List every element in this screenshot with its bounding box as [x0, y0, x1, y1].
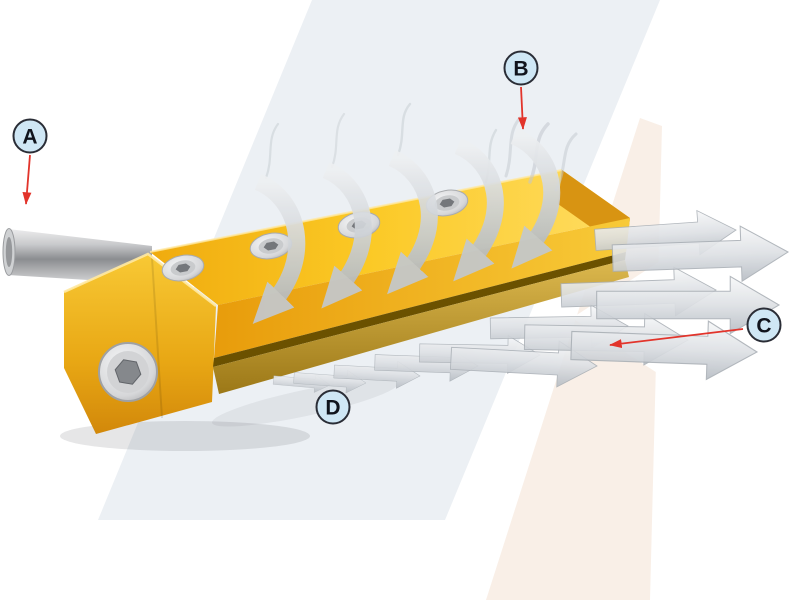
curved-air-arrow	[321, 162, 372, 309]
callout-c: C	[746, 307, 782, 343]
callout-b-circle	[503, 50, 539, 86]
pointer-arrows	[22, 86, 744, 349]
pointer-arrow-c	[609, 328, 744, 349]
curved-air-arrow	[453, 138, 504, 282]
curved-air-arrow	[387, 150, 438, 295]
air-wisp	[396, 102, 412, 157]
body-left-block	[64, 254, 216, 434]
tube-bore	[5, 237, 13, 267]
curved-air-arrow	[510, 128, 561, 269]
cast-shadow	[60, 421, 310, 451]
callout-b-letter: B	[513, 58, 528, 81]
air-wisp	[330, 112, 346, 169]
callout-d-letter: D	[325, 397, 340, 420]
callout-a: A	[12, 118, 48, 154]
callout-c-circle	[746, 307, 782, 343]
callout-c-letter: C	[756, 315, 771, 338]
air-slot	[213, 252, 626, 367]
entrained-air-arrows	[252, 128, 561, 324]
body-top-face	[150, 170, 630, 305]
pointer-arrow-a	[22, 154, 32, 205]
curved-air-arrow	[252, 174, 306, 324]
callout-a-letter: A	[22, 126, 37, 149]
callouts: A B C D	[12, 50, 782, 425]
callout-a-circle	[12, 118, 48, 154]
body-bottom-lip	[213, 260, 629, 394]
cast-shadow	[212, 379, 398, 427]
block-edge-highlight	[63, 252, 217, 307]
air-wisp	[504, 116, 522, 178]
callout-d: D	[315, 389, 351, 425]
air-wisp	[264, 122, 280, 180]
pointer-arrow-b	[517, 86, 527, 130]
callout-d-circle	[315, 389, 351, 425]
callout-b: B	[503, 50, 539, 86]
front-hex-screw	[98, 342, 158, 402]
block-edge-line	[151, 257, 163, 419]
